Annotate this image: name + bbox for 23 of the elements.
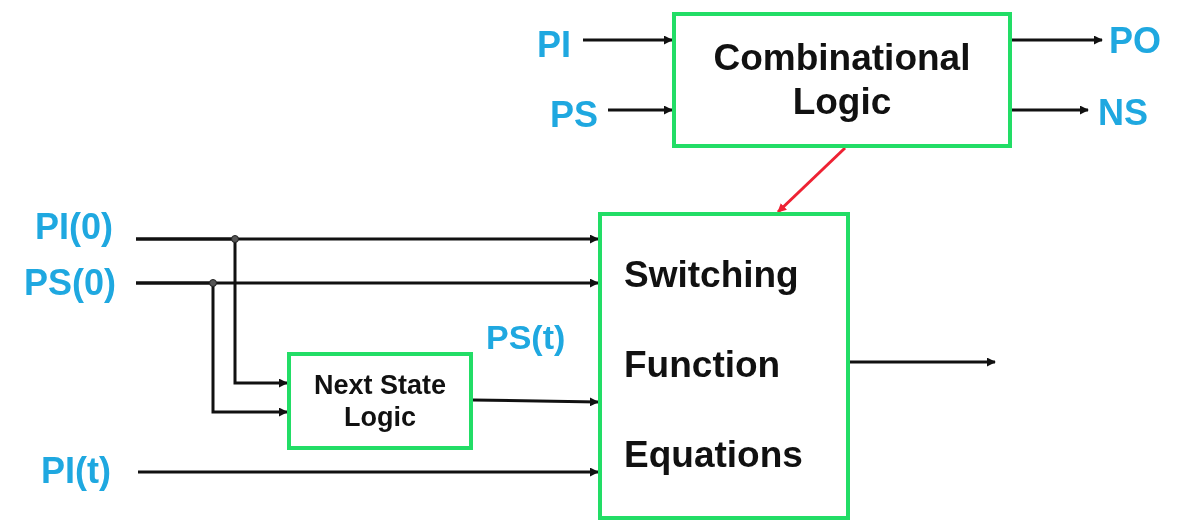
arrow <box>776 146 847 214</box>
arrow <box>608 105 673 115</box>
arrow <box>850 357 996 367</box>
signal-label: PI(t) <box>14 448 138 494</box>
signal-label: PI(0) <box>12 204 136 250</box>
logic-block <box>672 12 1012 148</box>
signal-label: PI <box>525 22 583 68</box>
block-text: Switching Function Equations <box>624 253 804 477</box>
arrow <box>472 397 599 407</box>
arrow <box>583 35 673 45</box>
arrow <box>1012 35 1103 45</box>
signal-label: NS <box>1088 90 1158 136</box>
arrow <box>136 281 288 417</box>
arrow <box>138 467 599 477</box>
block-text: Combinational Logic <box>712 35 972 124</box>
signal-label: PO <box>1102 18 1168 64</box>
arrow <box>1012 105 1089 115</box>
logic-block <box>287 352 473 450</box>
block-text: Next State Logic <box>312 368 447 434</box>
logic-block <box>598 212 850 520</box>
signal-label: PS(0) <box>4 260 136 306</box>
signal-label: PS <box>540 92 608 138</box>
arrow <box>136 237 288 388</box>
